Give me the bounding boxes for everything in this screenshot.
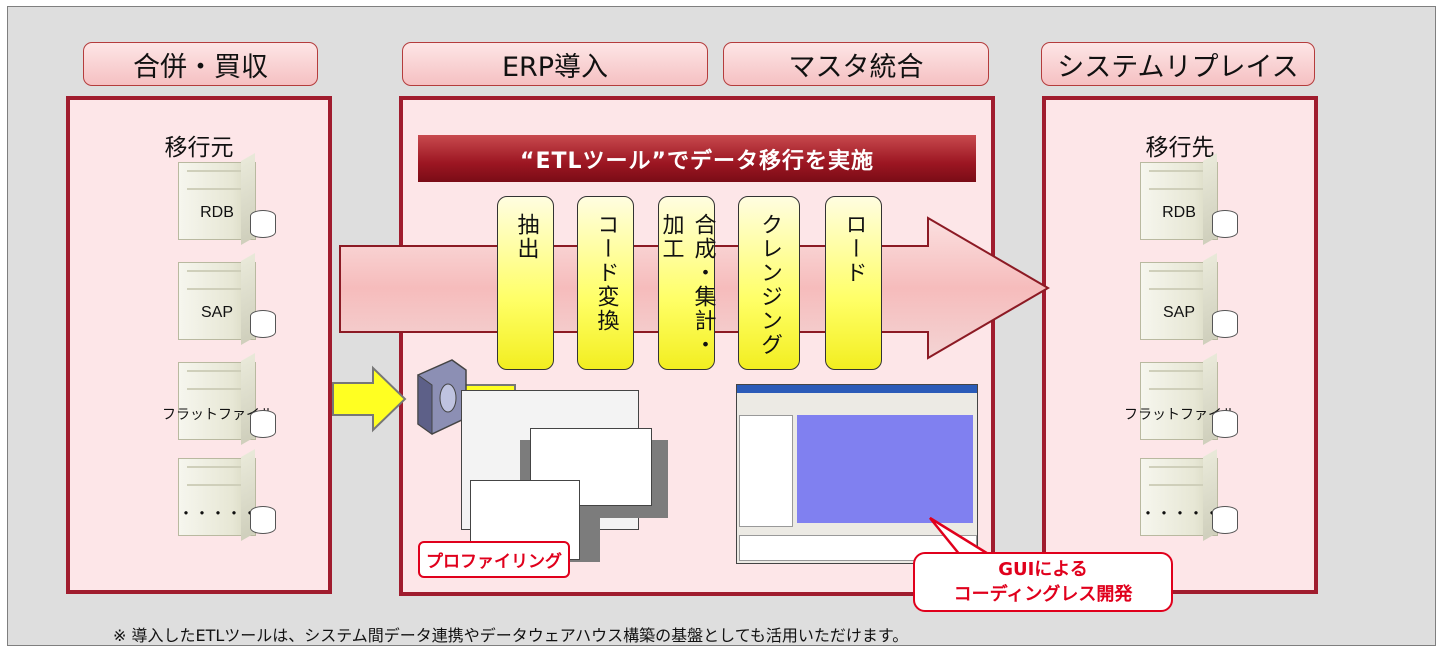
profiling-label: プロファイリング — [418, 541, 570, 578]
target-server-other: ・・・・・ — [1140, 458, 1240, 542]
database-icon — [1212, 210, 1238, 238]
label-merger: 合併・買収 — [83, 42, 318, 86]
etl-banner: “ETLツール”でデータ移行を実施 — [418, 135, 976, 182]
database-icon — [1212, 310, 1238, 338]
target-server-sap: SAP — [1140, 262, 1240, 346]
step-load-label: ロード — [841, 213, 867, 285]
step-load: ロード — [825, 196, 882, 370]
step-extract: 抽出 — [497, 196, 554, 370]
step-code-conversion-label: コード変換 — [593, 213, 619, 333]
gui-callout-line2: コーディングレス開発 — [953, 584, 1133, 605]
gui-tree-panel — [739, 415, 793, 527]
source-server-rdb: RDB — [178, 162, 278, 246]
source-server-sap: SAP — [178, 262, 278, 346]
label-master: マスタ統合 — [723, 42, 989, 86]
gui-callout-line1: GUIによる — [998, 559, 1088, 580]
label-replace: システムリプレイス — [1041, 42, 1315, 86]
database-icon — [250, 506, 276, 534]
source-title: 移行元 — [164, 135, 234, 161]
server-cabinet-icon — [1140, 262, 1218, 340]
target-server-rdb: RDB — [1140, 162, 1240, 246]
target-server-label: ・・・・・ — [1140, 506, 1221, 523]
step-code-conversion: コード変換 — [577, 196, 634, 370]
source-server-label: SAP — [200, 304, 233, 321]
step-cleansing: クレンジング — [738, 196, 800, 370]
step-cleansing-label: クレンジング — [757, 213, 782, 357]
label-erp: ERP導入 — [402, 42, 708, 86]
step-extract-label: 抽出 — [513, 213, 539, 261]
server-cabinet-icon — [178, 458, 256, 536]
server-cabinet-icon — [1140, 162, 1218, 240]
footnote: ※ 導入したETLツールは、システム間データ連携やデータウェアハウス構築の基盤と… — [113, 626, 909, 645]
target-server-label: フラットファイル — [1124, 406, 1236, 422]
server-cabinet-icon — [178, 262, 256, 340]
gui-title-bar — [737, 385, 977, 393]
database-icon — [1212, 410, 1238, 438]
source-server-label: ・・・・・ — [178, 506, 259, 523]
step-merge-aggregate: 合成・集計・加工 — [658, 196, 716, 370]
profiling-server-icon — [417, 359, 467, 435]
server-cabinet-icon — [178, 162, 256, 240]
database-icon — [250, 210, 276, 238]
source-server-flatfile: フラットファイル — [162, 362, 278, 446]
target-server-label: SAP — [1162, 304, 1195, 321]
database-icon — [250, 310, 276, 338]
target-server-flatfile: フラットファイル — [1124, 362, 1240, 446]
source-server-other: ・・・・・ — [178, 458, 278, 542]
source-server-label: フラットファイル — [162, 406, 274, 422]
gui-callout: GUIによる コーディングレス開発 — [913, 552, 1173, 612]
source-server-label: RDB — [200, 204, 234, 221]
target-title: 移行先 — [1145, 135, 1215, 161]
server-cabinet-icon — [1140, 362, 1218, 440]
target-server-label: RDB — [1162, 204, 1196, 221]
gui-canvas — [797, 415, 973, 523]
gui-tool-screenshot — [736, 384, 978, 564]
yellow-arrow-right-icon — [332, 365, 407, 433]
step-merge-aggregate-label: 合成・集計・加工 — [658, 213, 716, 357]
database-icon — [250, 410, 276, 438]
database-icon — [1212, 506, 1238, 534]
server-cabinet-icon — [1140, 458, 1218, 536]
server-cabinet-icon — [178, 362, 256, 440]
